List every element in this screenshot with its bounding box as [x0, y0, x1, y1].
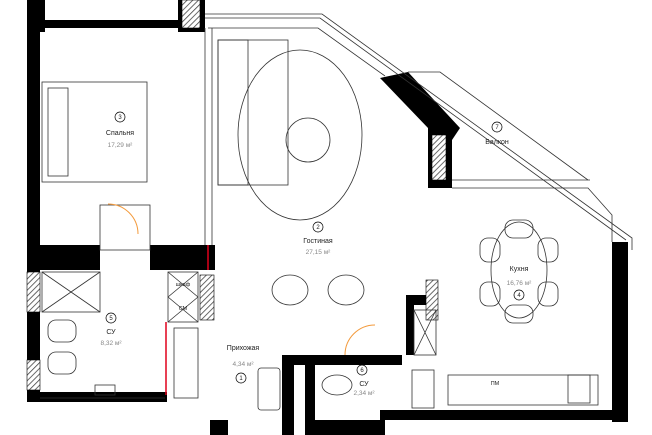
room-name: Прихожая: [227, 345, 260, 352]
room-area: 27,15 м²: [306, 249, 332, 256]
room-name: СУ: [106, 329, 116, 336]
facade-lines: [205, 13, 633, 250]
room-number: 4: [517, 293, 521, 299]
room-number: 2: [316, 225, 320, 231]
room-name: Балкон: [485, 139, 509, 146]
room-name: Кухня: [510, 266, 529, 273]
room-number: 7: [495, 125, 499, 131]
room-hallway: Прихожая 4,34 м² 1: [227, 345, 260, 384]
room-bathroom-5: 5 СУ 8,32 м²: [100, 312, 122, 347]
room-number: 1: [239, 376, 243, 382]
room-bedroom: 3 Спальня 17,29 м²: [106, 111, 134, 149]
walls: [26, 0, 628, 435]
room-number: 6: [360, 368, 364, 374]
wardrobe-label: шкаф: [176, 282, 191, 288]
room-name: СУ: [359, 381, 369, 388]
door-swings: [107, 203, 376, 395]
washer-label: СМ: [179, 306, 188, 312]
room-kitchen: Кухня 16,76 м² 4: [507, 266, 533, 301]
room-balcony: 7 Балкон: [485, 121, 509, 146]
room-area: 8,32 м²: [100, 340, 122, 347]
room-bathroom-6: 6 СУ 2,34 м²: [353, 364, 375, 397]
room-area: 2,34 м²: [353, 390, 375, 397]
room-number: 5: [109, 316, 113, 322]
room-number: 3: [118, 115, 122, 121]
dining-chairs: [479, 219, 559, 324]
room-area: 17,29 м²: [108, 142, 134, 149]
room-living: 2 Гостиная 27,15 м²: [303, 221, 333, 256]
room-name: Гостиная: [303, 238, 333, 245]
room-area: 16,76 м²: [507, 280, 533, 287]
room-name: Спальня: [106, 130, 134, 137]
dishwasher-label: ПМ: [491, 381, 500, 387]
partitions: [40, 28, 599, 411]
room-area: 4,34 м²: [232, 361, 254, 368]
